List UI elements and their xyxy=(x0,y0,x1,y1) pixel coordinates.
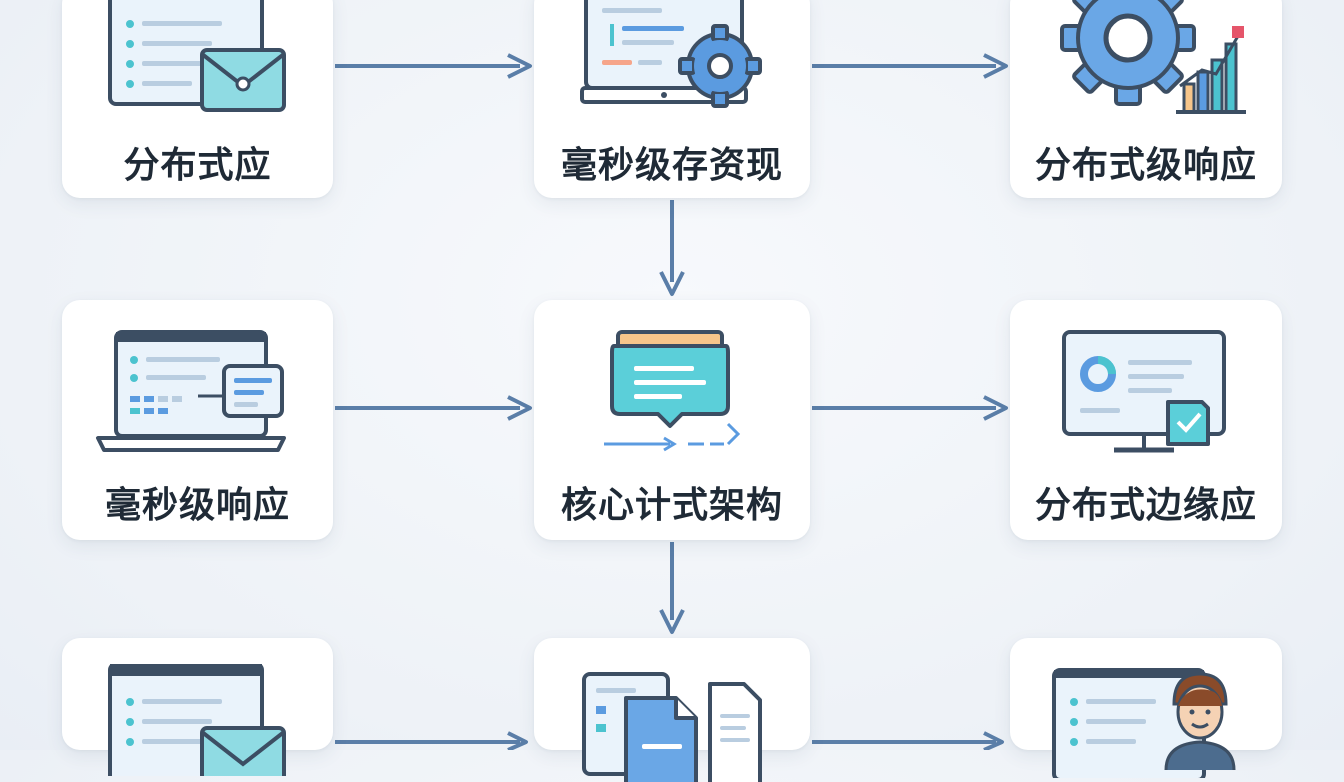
node-label-3: 分布式级响应 xyxy=(1034,145,1257,186)
flow-diagram: 分布式应 毫秒级存资现 xyxy=(62,0,1282,782)
node-label-4: 毫秒级响应 xyxy=(104,485,290,526)
arrowhead-n4-n5 xyxy=(507,395,532,421)
node-card-9 xyxy=(1010,638,1282,778)
laptop-chat-icon xyxy=(96,330,286,452)
node-card-8 xyxy=(534,638,810,782)
arrowhead-n1-n2 xyxy=(507,53,532,79)
node-card-3: 分布式级响应 xyxy=(1010,0,1282,198)
message-box-icon xyxy=(604,330,741,452)
browser-mail-icon xyxy=(108,0,286,112)
node-card-2: 毫秒级存资现 xyxy=(534,0,810,198)
arrowhead-n5-n8 xyxy=(659,609,685,634)
monitor-gear-icon xyxy=(580,0,762,108)
node-card-6: 分布式边缘应 xyxy=(1010,300,1282,540)
node-card-4: 毫秒级响应 xyxy=(62,300,333,540)
node-card-1: 分布式应 xyxy=(62,0,333,198)
arrowhead-n2-n3 xyxy=(983,53,1008,79)
node-label-5: 核心计式架构 xyxy=(560,485,783,526)
gear-chart-icon xyxy=(1060,0,1246,114)
arrowhead-n7-n8 xyxy=(507,731,528,750)
arrowhead-n8-n9 xyxy=(983,731,1004,750)
node-label-1: 分布式应 xyxy=(123,145,272,186)
node-card-5: 核心计式架构 xyxy=(534,300,810,540)
monitor-user-icon xyxy=(1052,668,1236,778)
arrowhead-n5-n6 xyxy=(983,395,1008,421)
arrowhead-n2-n5 xyxy=(659,271,685,296)
monitor-check-icon xyxy=(1062,330,1226,453)
node-card-7 xyxy=(62,638,333,776)
connector-layer xyxy=(335,53,1008,750)
node-label-6: 分布式边缘应 xyxy=(1034,485,1257,526)
documents-icon xyxy=(582,672,762,782)
browser-mail-icon-2 xyxy=(108,664,286,776)
node-label-2: 毫秒级存资现 xyxy=(560,145,783,186)
